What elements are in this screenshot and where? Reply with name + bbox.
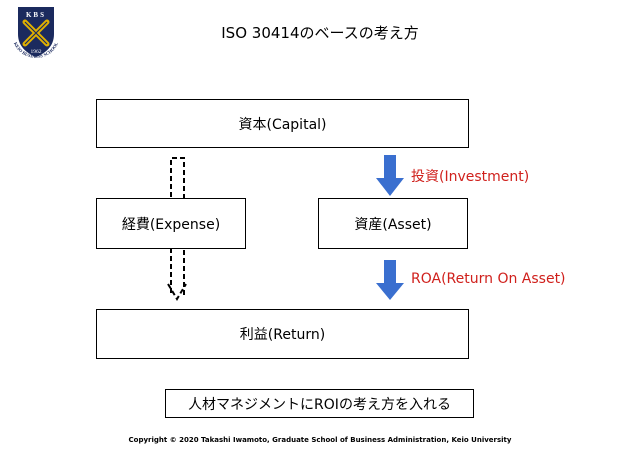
caption-box: 人材マネジメントにROIの考え方を入れる	[165, 389, 474, 418]
node-expense: 経費(Expense)	[96, 198, 246, 249]
node-capital-label: 資本(Capital)	[238, 116, 327, 133]
investment-arrow	[376, 155, 404, 196]
page-title: ISO 30414のベースの考え方	[221, 24, 419, 42]
caption-text: 人材マネジメントにROIの考え方を入れる	[188, 396, 451, 413]
node-asset: 資産(Asset)	[318, 198, 468, 249]
roa-arrow	[376, 260, 404, 300]
node-return-label: 利益(Return)	[239, 327, 326, 343]
node-return: 利益(Return)	[96, 309, 469, 359]
investment-label: 投資(Investment)	[411, 169, 530, 185]
copyright-footer: Copyright © 2020 Takashi Iwamoto, Gradua…	[128, 436, 512, 444]
kbs-emblem-icon: KBS 1962 KEIO BUSINESS SCHOOL	[13, 7, 59, 59]
node-capital: 資本(Capital)	[96, 99, 469, 148]
node-asset-label: 資産(Asset)	[354, 216, 432, 233]
node-expense-label: 経費(Expense)	[121, 216, 221, 233]
roa-label: ROA(Return On Asset)	[411, 271, 566, 287]
logo-year: 1962	[31, 49, 42, 55]
kbs-logo: KBS 1962 KEIO BUSINESS SCHOOL	[6, 4, 66, 62]
logo-monogram: KBS	[26, 11, 46, 19]
